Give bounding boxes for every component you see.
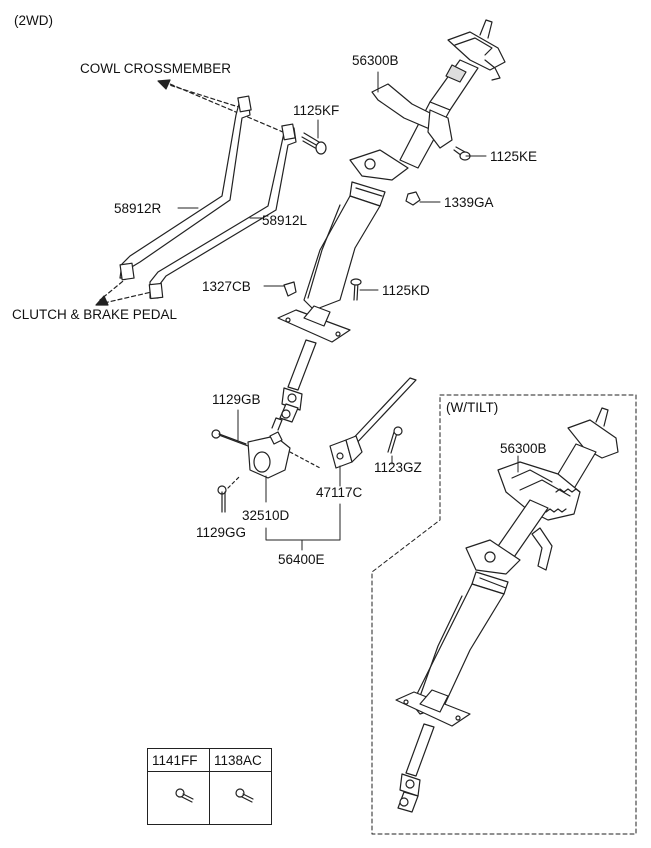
table-header-1138ac: 1138AC [209,748,272,772]
label-1327cb: 1327CB [202,279,251,294]
label-1125kf: 1125KF [293,103,340,118]
bolt-1129gg [217,475,241,513]
tilt-steering-column [395,407,619,813]
label-clutch-brake-pedal: CLUTCH & BRAKE PEDAL [12,307,178,322]
label-1123gz: 1123GZ [374,460,422,475]
label-58912r: 58912R [114,201,162,216]
leader-lines [177,71,487,551]
label-1129gb: 1129GB [212,392,261,407]
steering-column [277,19,506,423]
table-header-1141ff: 1141FF [147,748,210,772]
bolt-1123gz [387,426,403,454]
label-1339ga: 1339GA [444,195,494,210]
label-32510d: 32510D [242,508,290,523]
label-56300b-tilt: 56300B [500,441,547,456]
table-cell-1138ac [209,771,272,825]
label-1125ke: 1125KE [490,149,538,164]
label-1125kd: 1125KD [382,283,430,298]
label-58912l: 58912L [262,213,308,228]
table-cell-1141ff [147,771,210,825]
parts-table: 1141FF 1138AC [147,748,272,825]
variant-label: (2WD) [14,13,53,28]
label-56400e: 56400E [278,552,325,567]
tilt-variant-box [371,394,637,835]
label-tilt-variant: (W/TILT) [446,400,499,415]
cowl-arrow [157,79,291,136]
bracket-58912l [148,123,297,300]
label-47117c: 47117C [316,485,363,500]
label-cowl-crossmember: COWL CROSSMEMBER [80,61,232,76]
shaft-47117c [329,377,417,469]
bolt-1129gb [211,429,247,445]
intermediate-joint-32510d [215,417,321,479]
label-56300b: 56300B [352,53,399,68]
bracket-58912r [119,95,252,281]
label-1129gg: 1129GG [196,525,247,540]
bolt-1125kf [301,132,327,155]
clutch-brake-arrow [95,276,157,306]
